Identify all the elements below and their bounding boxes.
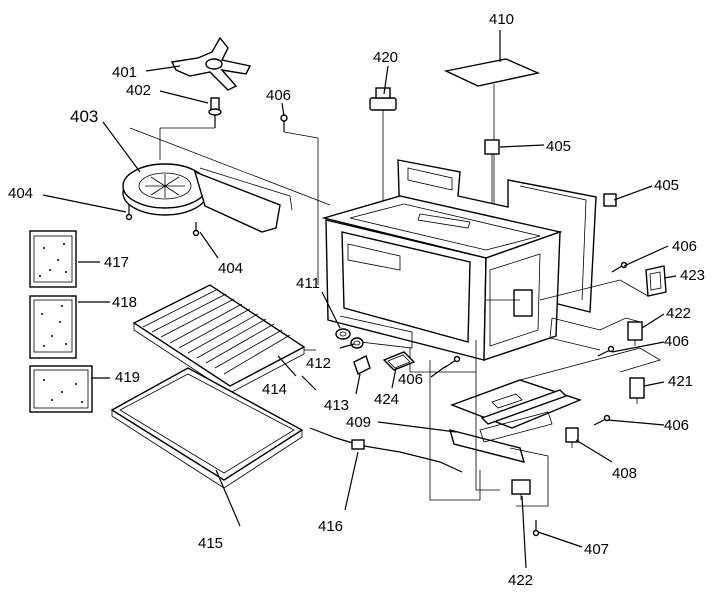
part-label-412: 412 — [306, 355, 331, 372]
part-label-405-right: 405 — [654, 177, 679, 194]
part-label-421: 421 — [668, 373, 693, 390]
manual-booklet-icon — [29, 365, 93, 413]
part-label-406-right-middle: 406 — [664, 333, 689, 350]
part-label-404-center: 404 — [218, 260, 243, 277]
part-label-406-right-upper: 406 — [672, 238, 697, 255]
part-label-404-left: 404 — [8, 185, 33, 202]
screw-icon — [125, 204, 133, 221]
part-label-411: 411 — [296, 275, 320, 292]
manual-booklet-icon — [29, 295, 77, 359]
screw-icon — [597, 345, 615, 357]
switch-icon — [511, 479, 531, 500]
part-label-406-top: 406 — [266, 87, 291, 104]
part-label-424: 424 — [374, 391, 399, 408]
thermostat-icon — [369, 87, 397, 210]
part-label-422-lower: 422 — [508, 572, 533, 589]
screw-icon — [593, 414, 611, 426]
oven-rack-icon — [132, 284, 316, 394]
screw-icon — [443, 355, 461, 369]
part-label-415: 415 — [198, 535, 223, 552]
part-label-418: 418 — [112, 294, 137, 311]
switch-icon — [629, 377, 645, 404]
part-label-419: 419 — [115, 369, 140, 386]
part-label-422-upper: 422 — [666, 305, 691, 322]
part-label-410: 410 — [489, 11, 514, 28]
screw-icon — [532, 520, 540, 537]
stirrer-fan-icon — [170, 36, 252, 91]
part-label-406-center: 406 — [398, 371, 423, 388]
rack-support-icon — [353, 355, 371, 375]
shaft-icon — [159, 97, 222, 160]
part-label-416: 416 — [318, 518, 343, 535]
stirrer-cover-icon — [122, 127, 331, 233]
gasket-icon — [645, 265, 667, 297]
part-label-409: 409 — [346, 414, 371, 431]
part-label-406-right-lower: 406 — [664, 417, 689, 434]
part-label-420: 420 — [373, 49, 398, 66]
screw-icon — [280, 114, 319, 285]
part-label-414: 414 — [262, 381, 287, 398]
leader-lines — [42, 30, 677, 569]
part-label-403: 403 — [70, 107, 98, 126]
bracket-icon — [448, 379, 583, 463]
part-labels: 401 402 403 404 404 405 405 406 406 406 … — [8, 11, 705, 589]
oven-cavity-icon — [321, 159, 597, 361]
part-label-413: 413 — [324, 397, 349, 414]
part-label-408: 408 — [612, 465, 637, 482]
part-label-402: 402 — [126, 82, 151, 99]
part-label-405-top: 405 — [546, 138, 571, 155]
manual-booklet-icon — [29, 230, 77, 288]
parts-illustration — [29, 36, 667, 537]
part-label-423: 423 — [680, 267, 705, 284]
clip-icon — [603, 193, 617, 207]
screw-icon — [192, 222, 200, 237]
screw-icon — [611, 261, 628, 273]
thermal-sensor-icon — [309, 427, 463, 473]
switch-icon — [627, 321, 643, 346]
grommet-icon — [350, 337, 364, 349]
cover-plate-icon — [382, 351, 416, 371]
part-label-401: 401 — [112, 64, 137, 81]
grommet-icon — [335, 328, 351, 340]
part-label-407: 407 — [584, 541, 609, 558]
part-label-417: 417 — [104, 254, 129, 271]
switch-icon — [565, 427, 579, 448]
